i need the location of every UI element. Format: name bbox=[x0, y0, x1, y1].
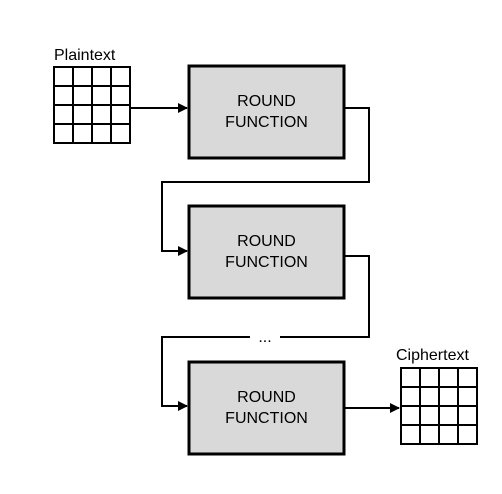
arrow-round1-to-round2 bbox=[161, 107, 370, 256]
round-function-box-3: ROUND FUNCTION bbox=[187, 360, 346, 456]
arrow-ellipsis-to-round3 bbox=[161, 336, 250, 411]
round-function-1-line2: FUNCTION bbox=[225, 114, 308, 131]
round-function-3-line2: FUNCTION bbox=[225, 410, 308, 427]
ellipsis-label: ... bbox=[258, 329, 271, 346]
round-function-box-2: ROUND FUNCTION bbox=[187, 204, 346, 300]
round-function-1-line1: ROUND bbox=[237, 93, 296, 110]
ciphertext-label: Ciphertext bbox=[396, 347, 469, 364]
ciphertext-grid bbox=[400, 367, 478, 445]
plaintext-label: Plaintext bbox=[54, 47, 116, 64]
plaintext-grid bbox=[53, 66, 131, 144]
round-function-3-line1: ROUND bbox=[237, 389, 296, 406]
round-function-2-line1: ROUND bbox=[237, 233, 296, 250]
connector-round2-to-ellipsis bbox=[280, 255, 370, 338]
round-function-box-1: ROUND FUNCTION bbox=[187, 64, 346, 160]
round-function-2-line2: FUNCTION bbox=[225, 254, 308, 271]
